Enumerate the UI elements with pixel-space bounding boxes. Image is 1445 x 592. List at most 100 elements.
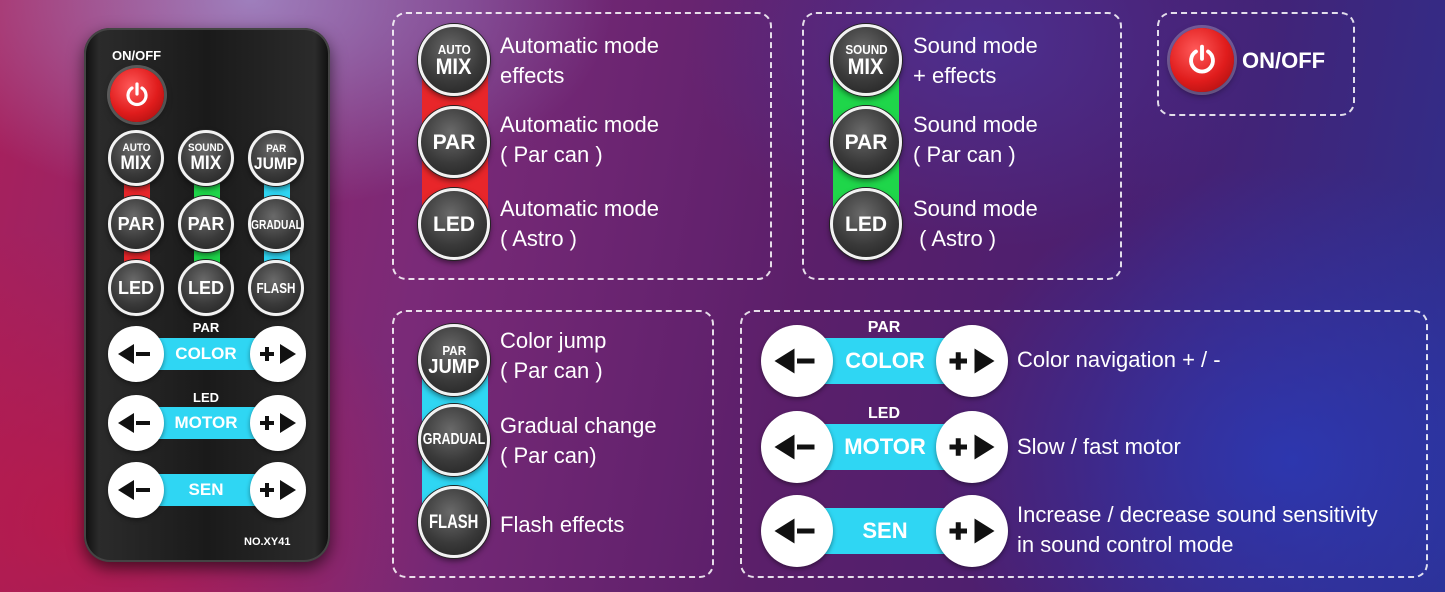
btn-main-label: LED (845, 212, 887, 236)
btn-top-label: SOUND (844, 41, 888, 57)
btn-main-label: FLASH (256, 279, 296, 297)
btn-main-label: JUMP (254, 154, 298, 173)
nav-sen-minus-button (761, 495, 833, 567)
remote-control: ON/OFF AUTO MIX SOUND MIX PAR JUMP PAR P… (84, 28, 330, 562)
btn-main-label: LED (188, 278, 224, 298)
power-icon (1189, 44, 1215, 74)
desc-line: Color jump (500, 328, 607, 353)
remote-motor-minus-button[interactable] (108, 395, 164, 451)
remote-auto-mix-button[interactable]: AUTO MIX (108, 130, 164, 186)
desc-line: Automatic mode (500, 196, 659, 221)
desc-line: ( Par can ) (500, 358, 603, 383)
remote-bar-top-label: LED (193, 390, 219, 405)
auto-mode-panel (392, 12, 772, 280)
remote-sen-minus-button[interactable] (108, 462, 164, 518)
par-gradual-desc: Gradual change ( Par can) (500, 411, 657, 471)
sound-mode-panel (802, 12, 1122, 280)
nav-sen-plus-button (936, 495, 1008, 567)
plus-right-arrow-icon (949, 518, 995, 544)
auto-led-button: LED (418, 188, 490, 260)
desc-line: Color navigation + / - (1017, 347, 1221, 372)
nav-bar-label: COLOR (845, 348, 925, 373)
left-arrow-minus-icon (774, 348, 815, 374)
auto-mix-button: AUTO MIX (418, 24, 490, 96)
remote-bar-top-label: PAR (192, 320, 220, 335)
remote-color-plus-button[interactable] (250, 326, 306, 382)
remote-sen-plus-button[interactable] (250, 462, 306, 518)
power-button (1170, 28, 1234, 92)
sound-par-button: PAR (830, 106, 902, 178)
plus-right-arrow-icon (260, 344, 296, 364)
btn-main-label: PAR (432, 130, 476, 154)
btn-main-label: GRADUAL (422, 431, 486, 448)
remote-gradual-button[interactable]: GRADUAL (248, 196, 304, 252)
desc-line: ( Par can) (500, 443, 597, 468)
nav-color-minus-button (761, 325, 833, 397)
btn-main-label: PAR (844, 130, 888, 154)
nav-bar-top-label: PAR (867, 319, 901, 336)
btn-top-label: SOUND (188, 142, 224, 154)
par-jump-button: PAR JUMP (418, 324, 490, 396)
left-arrow-minus-icon (774, 434, 815, 460)
btn-main-label: JUMP (428, 355, 480, 378)
plus-right-arrow-icon (260, 480, 296, 500)
plus-right-arrow-icon (949, 348, 995, 374)
remote-bar-label: MOTOR (174, 413, 238, 432)
remote-sound-par-button[interactable]: PAR (178, 196, 234, 252)
navigation-panel (740, 310, 1428, 578)
auto-par-desc: Automatic mode ( Par can ) (500, 110, 659, 170)
remote-sound-mix-button[interactable]: SOUND MIX (178, 130, 234, 186)
desc-line: Sound mode (913, 33, 1038, 58)
par-jump-desc: Color jump ( Par can ) (500, 326, 606, 386)
desc-line: ( Par can ) (500, 142, 603, 167)
nav-sen-desc: Increase / decrease sound sensitivity in… (1017, 500, 1378, 560)
sound-led-desc: Sound mode ( Astro ) (913, 194, 1038, 254)
remote-sound-led-button[interactable]: LED (178, 260, 234, 316)
btn-main-label: LED (118, 278, 154, 298)
remote-power-label: ON/OFF (112, 48, 162, 63)
desc-line: in sound control mode (1017, 532, 1234, 557)
btn-top-label: AUTO (437, 41, 471, 57)
left-arrow-minus-icon (774, 518, 815, 544)
btn-main-label: FLASH (429, 511, 479, 533)
nav-motor-plus-button (936, 411, 1008, 483)
par-panel (392, 310, 714, 578)
sound-par-desc: Sound mode ( Par can ) (913, 110, 1038, 170)
left-arrow-minus-icon (118, 344, 150, 364)
nav-bar-label: SEN (862, 518, 908, 543)
remote-auto-led-button[interactable]: LED (108, 260, 164, 316)
desc-line: Sound mode (913, 112, 1038, 137)
auto-par-button: PAR (418, 106, 490, 178)
plus-right-arrow-icon (949, 434, 995, 460)
remote-bar-label: COLOR (175, 344, 237, 363)
left-arrow-minus-icon (118, 413, 150, 433)
btn-main-label: PAR (187, 214, 225, 234)
btn-top-label: AUTO (122, 142, 150, 154)
nav-color-desc: Color navigation + / - (1017, 345, 1221, 375)
btn-main-label: MIX (436, 53, 472, 79)
sound-led-button: LED (830, 188, 902, 260)
remote-model-label: NO.XY41 (244, 536, 291, 548)
par-flash-desc: Flash effects (500, 510, 624, 540)
desc-line: Flash effects (500, 512, 625, 537)
remote-par-jump-button[interactable]: PAR JUMP (248, 130, 304, 186)
desc-line: Sound mode (913, 196, 1038, 221)
remote-flash-button[interactable]: FLASH (248, 260, 304, 316)
nav-bar-top-label: LED (868, 405, 900, 422)
remote-auto-par-button[interactable]: PAR (108, 196, 164, 252)
nav-motor-desc: Slow / fast motor (1017, 432, 1181, 462)
desc-line: effects (500, 63, 565, 88)
desc-line: Slow / fast motor (1017, 434, 1181, 459)
desc-line: + effects (913, 63, 997, 88)
desc-line: Gradual change (500, 413, 657, 438)
remote-motor-plus-button[interactable] (250, 395, 306, 451)
nav-color-plus-button (936, 325, 1008, 397)
desc-line: ( Astro ) (500, 226, 578, 251)
remote-color-minus-button[interactable] (108, 326, 164, 382)
nav-motor-minus-button (761, 411, 833, 483)
btn-main-label: PAR (117, 214, 155, 234)
power-label: ON/OFF (1242, 48, 1326, 73)
desc-line: ( Par can ) (913, 142, 1016, 167)
remote-power-button[interactable] (110, 68, 164, 122)
btn-main-label: GRADUAL (250, 216, 302, 232)
